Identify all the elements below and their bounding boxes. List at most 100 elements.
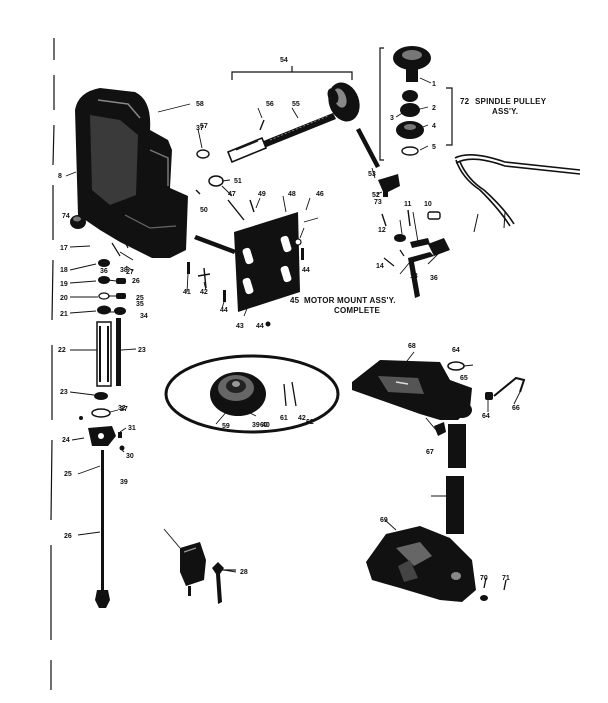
part-number-p32: 32 <box>118 405 126 412</box>
part-number-p37: 37 <box>196 125 204 132</box>
spindle-pulley-label-line1: SPINDLE PULLEY <box>475 97 547 106</box>
part-number-p36b: 36 <box>430 275 438 282</box>
spindle-pulley-assembly <box>379 46 453 161</box>
part-number-p44c: 44 <box>256 323 264 330</box>
belt-part <box>454 154 581 233</box>
motor-mount-plate-part <box>234 212 300 312</box>
crank-handle-66 <box>485 376 526 400</box>
part-number-p57: 57 <box>200 123 208 130</box>
part-number-p60: 60 <box>260 422 268 429</box>
part-number-p24: 24 <box>62 437 70 444</box>
part-number-p74: 74 <box>62 213 70 220</box>
part-number-p61: 61 <box>280 415 288 422</box>
part-number-p64b: 64 <box>482 413 490 420</box>
part-number-p28: 28 <box>240 569 248 576</box>
part-number-p10: 10 <box>424 201 432 208</box>
part-number-p54: 54 <box>280 57 288 64</box>
part-number-p22: 22 <box>58 347 66 354</box>
pin-56 <box>259 119 265 131</box>
part-number-p48: 48 <box>288 191 296 198</box>
leader-lines <box>65 77 521 573</box>
sleeve-part <box>226 136 268 164</box>
spindle-rod-part <box>95 450 110 608</box>
part-number-p58: 58 <box>196 101 204 108</box>
part-number-p55: 55 <box>292 101 300 108</box>
base-part <box>366 526 476 602</box>
part-number-p59: 59 <box>222 423 230 430</box>
pin-51 <box>208 175 224 187</box>
part-number-p73: 73 <box>374 199 382 206</box>
part-number-p52: 52 <box>372 192 380 199</box>
assembly-labels: 72 SPINDLE PULLEY ASS'Y. 45 MOTOR MOUNT … <box>290 97 547 315</box>
knob-part <box>70 215 86 229</box>
part-number-p53: 53 <box>368 171 376 178</box>
bracket-54 <box>231 66 353 80</box>
motor-mount-label-line2: COMPLETE <box>334 306 381 315</box>
part-number-p62: 62 <box>306 419 314 426</box>
motor-pulley-part <box>210 372 266 416</box>
part-number-p69: 69 <box>380 517 388 524</box>
bolts-44 <box>187 238 304 327</box>
switch-part <box>180 542 206 596</box>
part-number-p64: 64 <box>452 347 460 354</box>
part-number-p40: 40 <box>262 422 270 429</box>
motor-mount-num: 45 <box>290 296 300 305</box>
spindle-pulley-label-line2: ASS'Y. <box>492 107 518 116</box>
part-number-p41: 41 <box>183 289 191 296</box>
part-number-p39: 39 <box>120 479 128 486</box>
part-number-p19: 19 <box>60 281 68 288</box>
part-number-p20: 20 <box>60 295 68 302</box>
part-number-p25b: 25 <box>136 295 144 302</box>
knob-52 <box>378 174 400 197</box>
part-number-p67: 67 <box>426 449 434 456</box>
part-number-p21: 21 <box>60 311 68 318</box>
part-number-p34: 34 <box>140 313 148 320</box>
handle-parts <box>381 209 450 298</box>
part-number-p5: 5 <box>432 144 436 151</box>
key-pins-61 <box>283 381 297 407</box>
locking-pin-67 <box>434 422 446 436</box>
part-number-p25: 25 <box>64 471 72 478</box>
shaft-55 <box>261 113 336 148</box>
part-number-p47: 47 <box>228 191 236 198</box>
part-number-p46: 46 <box>316 191 324 198</box>
part-number-p18: 18 <box>60 267 68 274</box>
part-number-p8: 8 <box>58 173 62 180</box>
part-number-p36: 36 <box>100 268 108 275</box>
spindle-pulley-num: 72 <box>460 97 470 106</box>
belt-ring-part <box>164 354 340 434</box>
rod-47 <box>194 235 236 254</box>
part-number-p17: 17 <box>60 245 68 252</box>
washer-57 <box>196 149 210 159</box>
page-border-marks <box>50 38 55 690</box>
part-number-p27b: 27 <box>126 269 134 276</box>
part-number-p44b: 44 <box>302 267 310 274</box>
part-number-p70: 70 <box>480 575 488 582</box>
part-number-p35: 35 <box>136 301 144 308</box>
table-bracket-part <box>352 360 472 420</box>
part-number-p49: 49 <box>258 191 266 198</box>
part-number-p1: 1 <box>432 81 436 88</box>
part-number-p14: 14 <box>376 263 384 270</box>
part-number-p3: 3 <box>390 115 394 122</box>
part-number-p50: 50 <box>200 207 208 214</box>
base-bolts <box>480 577 507 601</box>
part-number-p27: 27 <box>120 406 128 413</box>
column-tube-part <box>96 318 121 387</box>
rod-53 <box>356 128 380 168</box>
washer-64 <box>447 361 465 371</box>
part-number-p43: 43 <box>236 323 244 330</box>
feed-assembly-parts <box>79 392 125 451</box>
part-number-p38: 38 <box>120 267 128 274</box>
part-number-p31: 31 <box>128 425 136 432</box>
part-number-p11: 11 <box>404 201 412 208</box>
part-number-p26b: 26 <box>132 278 140 285</box>
part-number-p51: 51 <box>234 178 242 185</box>
part-number-p39b: 39 <box>252 422 260 429</box>
part-number-p44: 44 <box>220 307 228 314</box>
part-number-p30: 30 <box>126 453 134 460</box>
part-number-p77: 77 <box>454 493 462 500</box>
column-tube-lower <box>446 424 466 534</box>
